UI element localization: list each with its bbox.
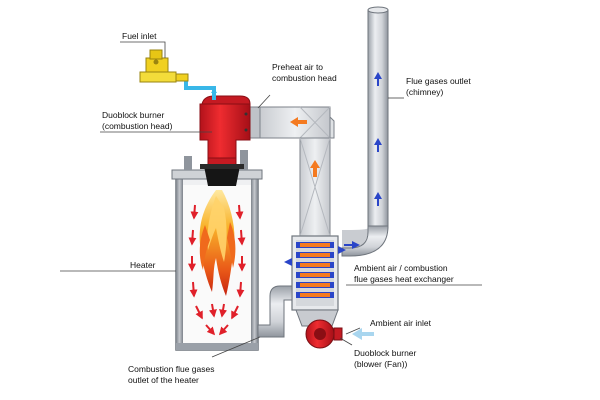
flame: [199, 190, 236, 296]
label-duoblock-burner-head-2: (combustion head): [102, 121, 173, 131]
label-ambient-air-inlet: Ambient air inlet: [370, 318, 432, 328]
flue-gas-arrows: [344, 72, 382, 249]
label-duoblock-burner-fan-1: Duoblock burner: [354, 348, 417, 358]
label-flue-outlet-2: (chimney): [406, 87, 443, 97]
chimney-pipe: [341, 6, 389, 257]
label-heat-exchanger-1: Ambient air / combustion: [354, 263, 448, 273]
label-heat-exchanger-2: flue gases heat exchanger: [354, 274, 454, 284]
label-duoblock-burner-head-1: Duoblock burner: [102, 110, 165, 120]
label-preheat-air-1: Preheat air to: [272, 62, 323, 72]
label-flue-outlet-1: Flue gases outlet: [406, 76, 471, 86]
ambient-air-arrow: [352, 328, 374, 340]
heat-exchanger: [284, 235, 346, 311]
label-heater: Heater: [130, 260, 156, 270]
leader-lines: [60, 41, 482, 358]
label-fuel-inlet: Fuel inlet: [122, 31, 157, 41]
preheat-air-duct: [249, 106, 335, 237]
label-combustion-outlet-1: Combustion flue gases: [128, 364, 214, 374]
label-combustion-outlet-2: outlet of the heater: [128, 375, 199, 385]
label-duoblock-burner-fan-2: (blower (Fan)): [354, 359, 408, 369]
fuel-inlet: [139, 49, 217, 100]
blower-fan: [295, 309, 343, 349]
label-preheat-air-2: combustion head: [272, 73, 337, 83]
preheat-air-arrows: [290, 117, 320, 177]
recirculation-arrows: [188, 204, 246, 336]
duoblock-burner-head: [199, 95, 251, 186]
heater-outlet-pipe: [257, 285, 293, 338]
